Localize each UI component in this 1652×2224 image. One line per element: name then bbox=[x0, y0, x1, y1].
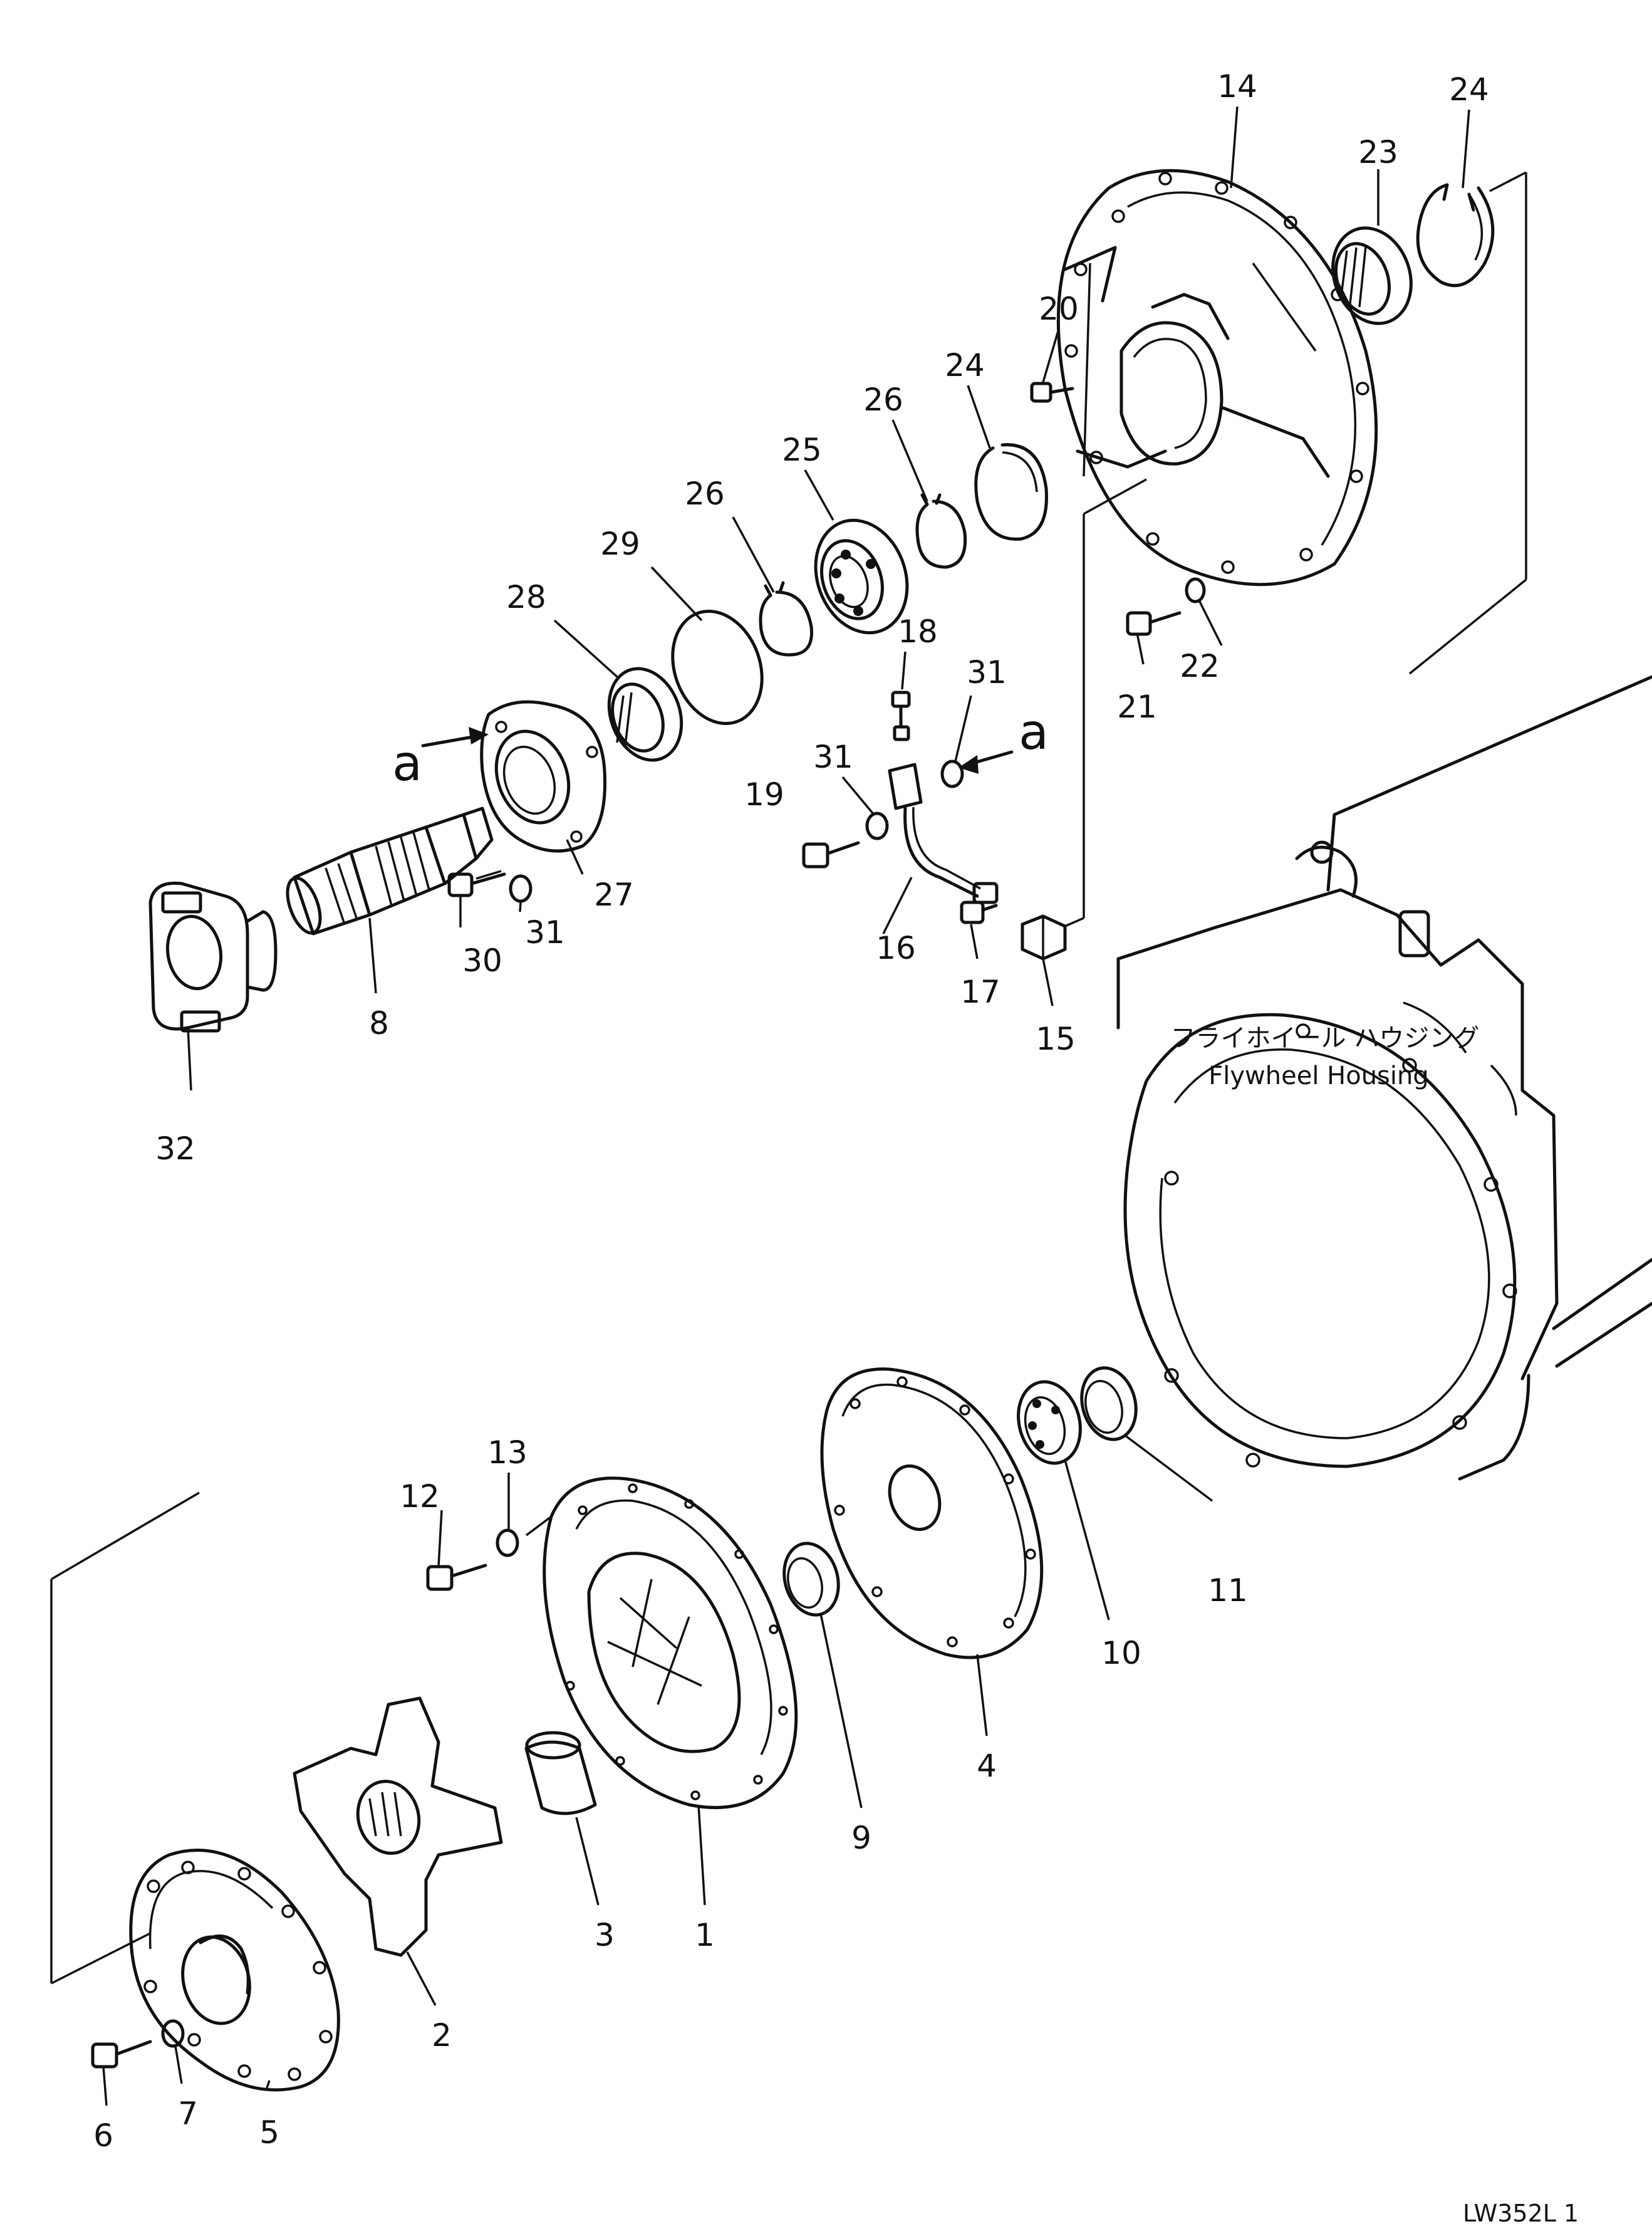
callout-28: 28 bbox=[506, 579, 546, 615]
part-5-front-cover bbox=[129, 1849, 340, 2092]
part-27-retainer bbox=[480, 700, 607, 853]
callout-12: 12 bbox=[400, 1478, 440, 1515]
part-13-washer bbox=[496, 1528, 519, 1557]
part-31-washer-3 bbox=[865, 812, 889, 840]
callout-26-top: 26 bbox=[863, 382, 903, 418]
part-25-ball-bearing bbox=[814, 518, 909, 635]
part-31-washer-2 bbox=[940, 760, 964, 788]
reference-letter-left: a bbox=[392, 736, 422, 792]
part-19-bolt bbox=[802, 841, 860, 869]
callout-5: 5 bbox=[259, 2114, 279, 2151]
callout-30: 30 bbox=[462, 942, 502, 979]
reference-arrow-left bbox=[421, 727, 489, 748]
callout-14: 14 bbox=[1217, 68, 1257, 105]
callout-4: 4 bbox=[977, 1748, 997, 1784]
part-17-connector bbox=[960, 901, 998, 924]
callout-21: 21 bbox=[1117, 689, 1157, 725]
flywheel-housing-label-en: Flywheel Housing bbox=[1208, 1062, 1429, 1090]
callout-11: 11 bbox=[1208, 1572, 1248, 1609]
part-18-breather bbox=[891, 691, 911, 741]
part-2-impeller bbox=[293, 1696, 503, 1957]
callout-20: 20 bbox=[1039, 291, 1079, 327]
callout-22: 22 bbox=[1180, 648, 1220, 684]
callout-19: 19 bbox=[744, 776, 784, 813]
part-20-bolt bbox=[1030, 382, 1074, 403]
lower-assembly-frame bbox=[50, 1491, 200, 1985]
callout-8: 8 bbox=[369, 1005, 389, 1042]
part-11-seal bbox=[1080, 1366, 1138, 1441]
part-28-seal bbox=[607, 667, 683, 762]
callout-15: 15 bbox=[1036, 1021, 1076, 1057]
callout-1: 1 bbox=[695, 1917, 715, 1953]
callout-7: 7 bbox=[178, 2096, 198, 2132]
callout-10: 10 bbox=[1101, 1635, 1141, 1671]
callout-17: 17 bbox=[960, 974, 1000, 1010]
callout-31-left: 31 bbox=[525, 914, 565, 951]
callout-18: 18 bbox=[898, 613, 938, 650]
drawing-code: LW352L 1 bbox=[1463, 2200, 1579, 2224]
part-15-plug bbox=[1021, 914, 1067, 961]
callout-31-right: 31 bbox=[967, 654, 1007, 691]
callout-25: 25 bbox=[782, 432, 822, 468]
flywheel-housing-label-jp: フライホイール ハウジング bbox=[1171, 1024, 1480, 1053]
part-24-snap-ring bbox=[1416, 183, 1495, 288]
callout-29: 29 bbox=[600, 526, 640, 562]
callout-23: 23 bbox=[1358, 134, 1398, 170]
reference-arrow-right bbox=[958, 750, 1014, 774]
callout-9: 9 bbox=[851, 1820, 871, 1856]
part-26-snap-ring bbox=[915, 493, 967, 569]
callout-24-top: 24 bbox=[1449, 71, 1489, 108]
leader-lines bbox=[102, 106, 1470, 2106]
callout-2: 2 bbox=[432, 2017, 452, 2054]
flywheel-housing bbox=[1116, 675, 1652, 1481]
part-29-o-ring bbox=[671, 609, 764, 726]
part-16-pipe bbox=[888, 763, 999, 904]
callout-31-mid: 31 bbox=[813, 739, 853, 775]
part-12-bolt bbox=[426, 1564, 487, 1591]
part-6-bolt bbox=[91, 2040, 152, 2069]
callout-27: 27 bbox=[594, 877, 634, 913]
part-30-bolt bbox=[447, 870, 506, 897]
part-1-pump-housing bbox=[543, 1476, 798, 1809]
part-4-cover-plate bbox=[820, 1367, 1044, 1659]
part-22-washer bbox=[1185, 577, 1206, 603]
part-23-bearing bbox=[1331, 226, 1413, 325]
callout-32: 32 bbox=[155, 1130, 195, 1167]
part-7-washer bbox=[161, 2019, 185, 2048]
upper-assembly-frame bbox=[1408, 171, 1527, 675]
callout-26-low: 26 bbox=[685, 476, 725, 512]
part-32-yoke bbox=[148, 881, 278, 1033]
callout-numbers: 14 24 23 20 24 26 25 26 29 28 18 31 22 2… bbox=[93, 68, 1489, 2154]
part-21-bolt bbox=[1126, 611, 1182, 636]
callout-16: 16 bbox=[876, 930, 916, 966]
part-10-bearing bbox=[1017, 1380, 1082, 1465]
part-26-snap-ring-2 bbox=[759, 581, 814, 657]
part-14-cover bbox=[1056, 169, 1378, 587]
part-8-shaft bbox=[286, 807, 494, 936]
callout-24-mid: 24 bbox=[945, 347, 985, 384]
callout-3: 3 bbox=[595, 1917, 615, 1953]
reference-letter-right: a bbox=[1019, 704, 1049, 761]
callout-6: 6 bbox=[93, 2117, 113, 2154]
part-9-seal bbox=[782, 1542, 840, 1617]
part-24-snap-ring-2 bbox=[974, 443, 1048, 541]
callout-13: 13 bbox=[487, 1434, 527, 1471]
part-3-bushing bbox=[524, 1731, 597, 1815]
part-31-washer bbox=[509, 874, 532, 903]
